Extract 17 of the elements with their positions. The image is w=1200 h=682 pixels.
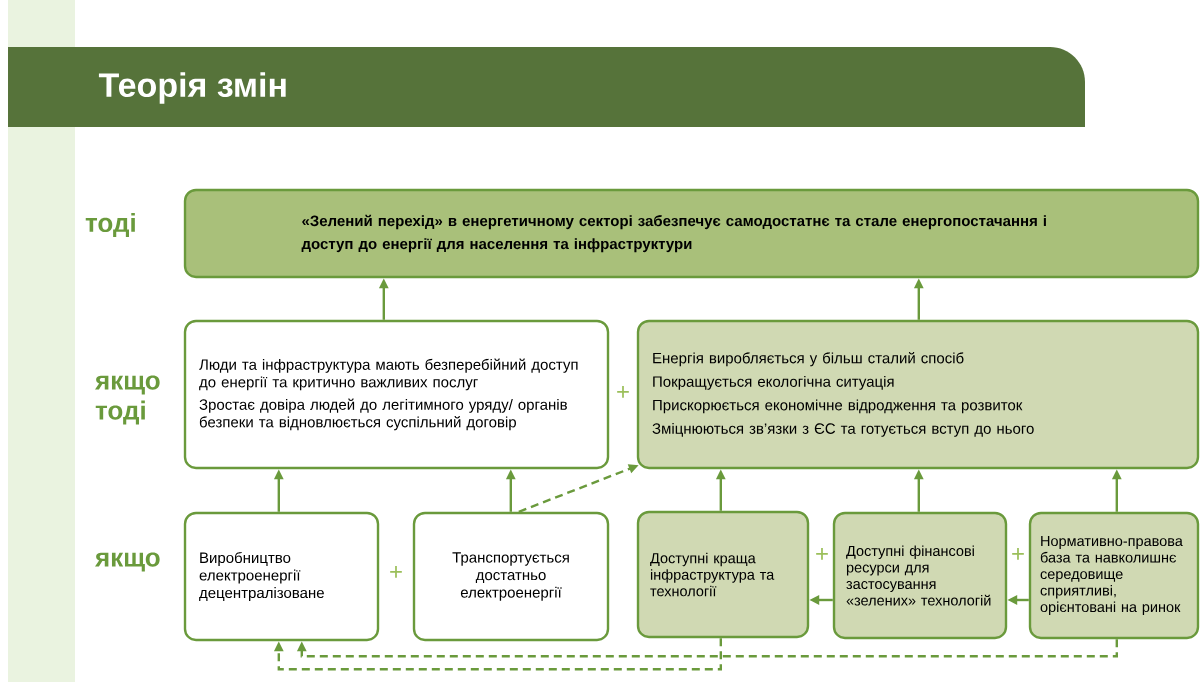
outcome-box: «Зелений перехід» в енергетичному секторі забезпечує самодостатнє та стале енергопостачання і доступ до енергії для населення та інфраструктури bbox=[183, 188, 1200, 279]
arrow bbox=[296, 639, 1118, 658]
plus-sign: + bbox=[390, 566, 402, 578]
process-box: Доступні краща інфраструктура та технології bbox=[636, 510, 810, 639]
row-label: якщо тоді bbox=[95, 375, 160, 425]
process-box: Люди та інфраструктура мають безперебійний доступ до енергії та критично важливих послуг Зростає довіра людей до легітимного уряду/ органів безпеки та відновлюється суспільний договір bbox=[183, 319, 610, 470]
plus-sign: + bbox=[617, 386, 629, 398]
plus-sign: + bbox=[816, 548, 828, 560]
process-box: Виробництво електроенергії децентралізоване bbox=[183, 511, 380, 642]
process-box: Транспортується достатньо електроенергії bbox=[412, 511, 610, 642]
arrow bbox=[273, 638, 722, 671]
plus-sign: + bbox=[1012, 548, 1024, 560]
process-box: Енергія виробляється у більш сталий спосіб Покращується екологічна ситуація Прискорюється економічне відродження та розвиток Зміцнюються зв’язки з ЄС та готується вступ до нього bbox=[636, 319, 1200, 470]
row-label: якщо bbox=[95, 552, 160, 572]
process-box: Доступні фінансові ресурси для застосування «зелених» технологій bbox=[832, 511, 1008, 640]
process-box: Нормативно-правова база та навколишнє середовище сприятливі, орієнтовані на ринок bbox=[1028, 511, 1200, 640]
row-label: тоді bbox=[85, 213, 135, 237]
